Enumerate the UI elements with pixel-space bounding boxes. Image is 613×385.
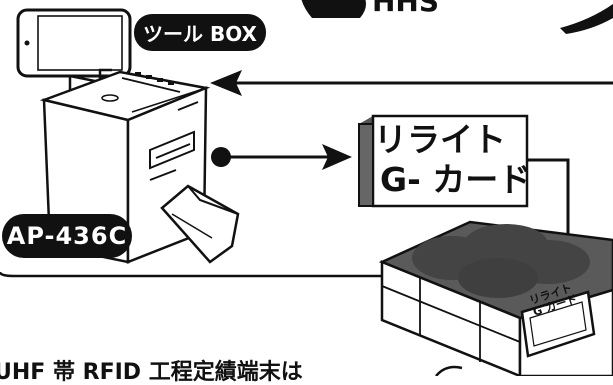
rewritable-card xyxy=(358,114,529,208)
bottom-decoration xyxy=(435,365,463,376)
source-dot xyxy=(211,147,231,167)
tablet-device xyxy=(16,8,132,78)
top-badge-shape xyxy=(301,0,366,18)
diagram-artwork xyxy=(0,0,613,376)
flow-frame-line xyxy=(0,271,390,278)
model-badge: AP-436C xyxy=(2,214,132,258)
bottom-caption: UHF 帯 RFID 工程定績端末は xyxy=(0,360,303,385)
card-label-line2: G- カード xyxy=(380,160,532,199)
card-label: リライト G- カード xyxy=(370,120,531,201)
top-swoosh xyxy=(560,4,613,34)
card-arrow-head xyxy=(322,144,352,170)
card-label-line1: リライト xyxy=(374,120,506,159)
return-arrow-head xyxy=(210,70,242,96)
storage-box xyxy=(378,220,613,376)
tool-box-badge: ツール BOX xyxy=(134,14,266,51)
top-partial-text: HHS xyxy=(372,0,440,18)
